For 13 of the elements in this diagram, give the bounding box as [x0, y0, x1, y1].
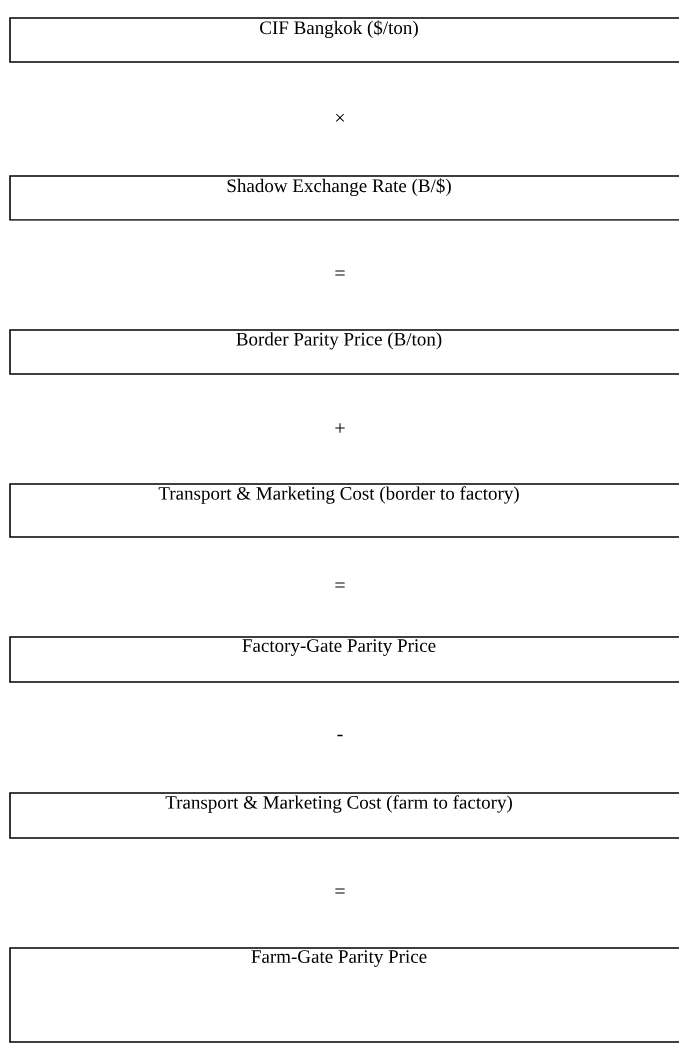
operator-sign: - [337, 734, 343, 737]
operator-sign: × [335, 113, 345, 122]
labeled-box: Transport & Marketing Cost (border to factory) [9, 483, 679, 538]
operator-sign: + [335, 423, 345, 433]
operator-sign: = [335, 582, 345, 588]
labeled-box: Farm-Gate Parity Price [9, 947, 679, 1043]
labeled-box: Transport & Marketing Cost (farm to factory) [9, 792, 679, 839]
labeled-box: CIF Bangkok ($/ton) [9, 17, 679, 63]
labeled-box: Factory-Gate Parity Price [9, 636, 679, 683]
labeled-box: Border Parity Price (B/ton) [9, 329, 679, 375]
labeled-box: Shadow Exchange Rate (B/$) [9, 175, 679, 221]
operator-sign: = [335, 888, 345, 894]
operator-sign: = [335, 270, 345, 276]
